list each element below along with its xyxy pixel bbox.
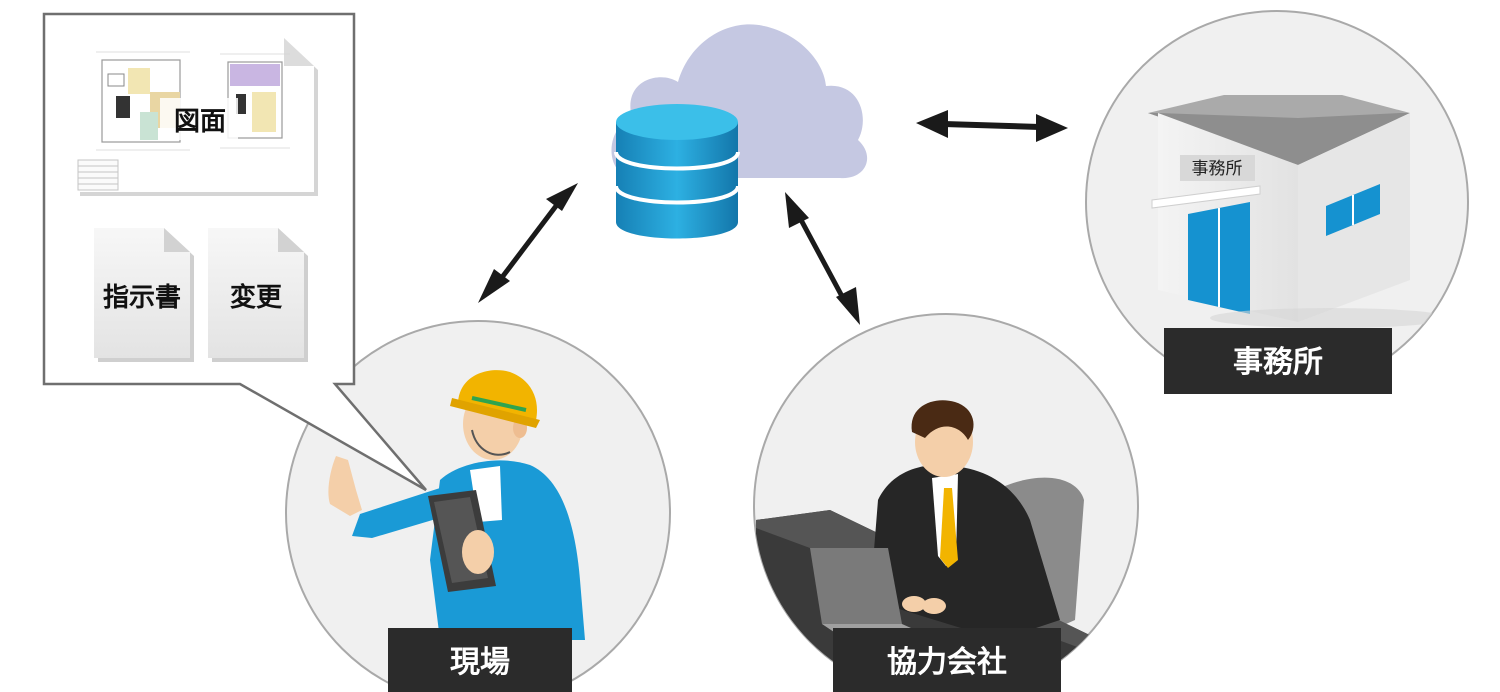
- office-label: 事務所: [1233, 345, 1323, 380]
- worker-icon: [328, 370, 585, 640]
- site-label-box: [388, 628, 572, 692]
- drawing-label: 図面: [174, 107, 226, 137]
- partner-label: 協力会社: [887, 645, 1007, 680]
- office-label-box: [1164, 328, 1392, 394]
- site-node: 現場: [285, 320, 671, 692]
- office-sign: 事務所: [1192, 159, 1243, 179]
- partner-node: 協力会社: [753, 313, 1139, 692]
- drawing-sheet-icon: 図面: [76, 38, 318, 196]
- database-icon: [614, 104, 740, 239]
- partner-cloud-arrow: [785, 192, 860, 325]
- change-label: 変更: [230, 282, 283, 313]
- businessman-icon: [756, 400, 1100, 692]
- instructions-label: 指示書: [103, 283, 181, 313]
- instructions-sheet-icon: 指示書: [94, 228, 194, 362]
- office-building-icon: [1148, 95, 1450, 328]
- office-node: 事務所 事務所: [1085, 10, 1469, 394]
- document-callout: 図面 指示書 変更: [42, 12, 427, 492]
- site-label: 現場: [450, 645, 510, 680]
- drawing-label-bg: [160, 98, 238, 140]
- partner-label-box: [833, 628, 1061, 692]
- office-cloud-arrow: [916, 110, 1068, 142]
- site-cloud-arrow: [478, 183, 578, 303]
- change-sheet-icon: 変更: [208, 228, 308, 362]
